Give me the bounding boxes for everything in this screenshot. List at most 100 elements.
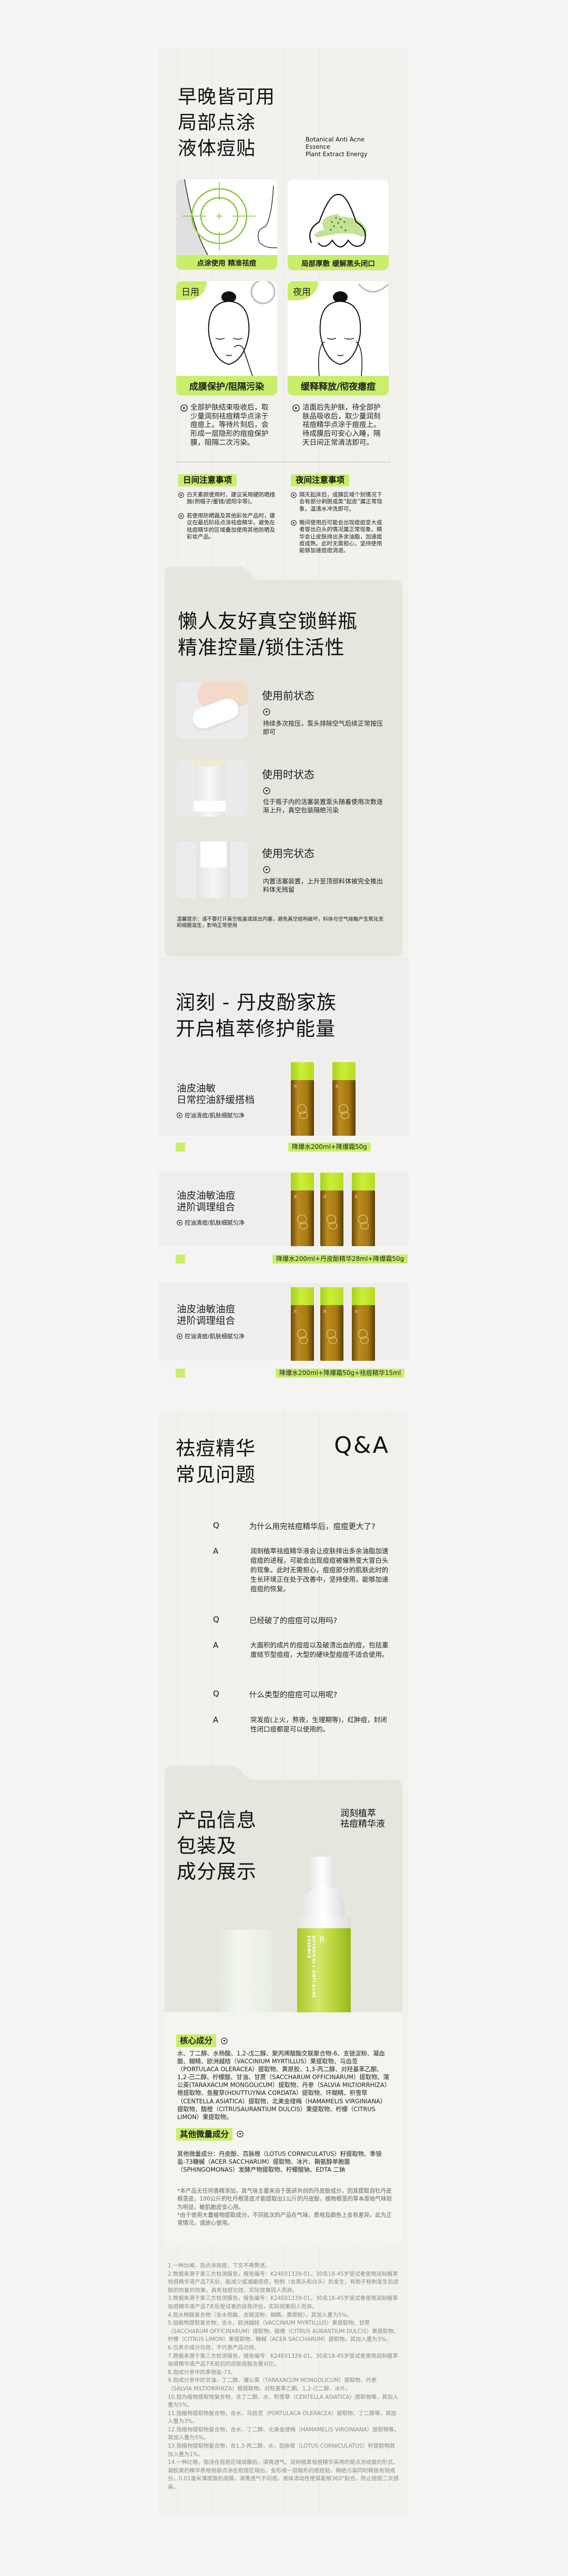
note: *本产品无任何香精添加，其气味主要来自于医研共创的丹皮酚成分，因其提取自牡丹皮根… [177, 2188, 392, 2211]
other-ingredients-text: 其他微量成分：丹皮酚、百脉根（LOTUS CORNICULATUS）籽提取物、季… [177, 2151, 382, 2174]
chevron-down-circle-icon [263, 787, 270, 795]
footnote: 9.指成分表中的甘油、丁二醇、蒲公英（TARAXACUM MONGOLICUM）… [168, 2377, 377, 2392]
state-desc: 位于瓶子内的活塞装置泵头随着使用次数逐渐上升，真空包装隔绝污染 [263, 798, 383, 814]
product-title: 产品信息 包装及 成分展示 [177, 1807, 257, 1885]
chevron-down-circle-icon [237, 2131, 244, 2137]
footnote: 10.指为植物提取物复合物，含丁二醇、水、积雪草（CENTELLA ASIATI… [168, 2394, 399, 2409]
card-label: 点涂使用 精准祛痘 [176, 255, 277, 270]
combo-sub: 控油清痘/肌肤细腻匀净 [177, 1218, 245, 1227]
combo-sub: 控油清痘/肌肤细腻匀净 [177, 1111, 245, 1119]
notice-item: 隔天起床后，成膜区域个别情况下会有部分剥脱或类“起皮”属正常现象，温清水冲洗即可… [299, 492, 382, 512]
name-line: 祛痘精华液 [340, 1819, 385, 1829]
footnote: 3.数据来源于第三方检测报告，报告编号：K24E01339-01，30名18-4… [168, 2295, 398, 2310]
notice-item: 晚间使用后可能会出现痘痘变大或者冒出白头的情况属正常现象。精华会让皮肤排出多余油… [299, 520, 382, 554]
combo-sub-text: 控油清痘/肌肤细腻匀净 [185, 1112, 245, 1119]
product-panel [165, 1766, 402, 2013]
title-line: 成分展示 [177, 1860, 257, 1883]
night-notice-title: 夜间注意事项 [291, 474, 350, 486]
usage-band: 缓释释放/彻夜瘪痘 [288, 376, 389, 395]
family-title: 润刻 - 丹皮酚家族 开启植萃修护能量 [176, 990, 337, 1042]
footnote: 2.数据来源于第三方检测报告，报告编号：K24E01339-01，30名18-4… [168, 2270, 399, 2294]
title-line: 局部点涂 [178, 112, 256, 134]
shelf [159, 1246, 409, 1283]
day-use-card: 日用 成膜保护/阻隔污染 [176, 281, 277, 395]
target-icon [176, 179, 277, 255]
title-line: 液体痘贴 [178, 138, 256, 159]
product-notes: *本产品无任何香精添加，其气味主要来自于医研共创的丹皮酚成分，因其提取自牡丹皮根… [177, 2187, 395, 2227]
cream-bottle: R [352, 1173, 375, 1246]
brand-logo: R [319, 1934, 326, 1944]
combo-label: 降爆水200ml+降爆霜50g+祛痘精华15ml [276, 1369, 405, 1378]
face-day-icon [208, 281, 276, 376]
a-letter: A [213, 1715, 219, 1725]
title-line: 润刻 - 丹皮酚家族 [176, 991, 337, 1014]
notice-item: 若使用防晒霜及其他彩妆产品时，建议在最后阶段点涂祛痘精华，避免在祛痘精华的区域叠… [187, 513, 275, 540]
question: 已经破了的痘痘可以用吗? [249, 1617, 338, 1625]
footnote: 8.指成分表中的季铵盐-73。 [168, 2369, 236, 2376]
state-desc: 内置活塞装置，上升至顶部料体被完全推出料体无残留 [263, 878, 383, 893]
title-line: 常见问题 [176, 1463, 256, 1486]
q-letter: Q [213, 1689, 219, 1698]
bottle-lettering: BOTANICAL+ ANTI-ACNE ESSENCE [307, 1936, 316, 1999]
core-ingredients-title: 核心成分 [176, 2034, 217, 2047]
hero-title: 早晚皆可用 局部点涂 液体痘贴 [178, 84, 275, 161]
play-circle-icon [292, 404, 300, 412]
name-line: 润刻植萃 [340, 1808, 376, 1819]
usage-band: 成膜保护/阻隔污染 [176, 376, 277, 395]
vacuum-title: 懒人友好真空锁鲜瓶 精准控量/锁住活性 [178, 608, 358, 661]
state-desc: 持续多次按压，泵头排除空气后续正常按压即可 [263, 720, 383, 736]
title-line: 包装及 [177, 1835, 237, 1857]
essence-bottle: R [352, 1287, 375, 1361]
heading-line: 进阶调理组合 [177, 1316, 236, 1327]
combo-sub-text: 控油清痘/肌肤细腻匀净 [185, 1219, 245, 1226]
heading-line: 进阶调理组合 [177, 1202, 236, 1213]
answer: 润刻植萃祛痘精华液会让皮肤排出多余油脂加速痘痘的进程，可能会出现痘痘被催熟变大冒… [250, 1547, 389, 1593]
state-title: 使用完状态 [262, 847, 315, 860]
play-circle-icon [177, 1219, 182, 1226]
note: *由于使用大量植物提取成分，不同批次的产品在气味，质地及颜色上会有差异，此为正常… [177, 2212, 392, 2227]
day-tag: 日用 [176, 281, 207, 300]
essence-bottle: R [320, 1173, 343, 1246]
chevron-down-circle-icon [221, 2038, 228, 2044]
face-night-icon [318, 283, 389, 376]
heading-line: 油皮油敏 [177, 1083, 216, 1094]
play-circle-icon [291, 492, 297, 498]
play-circle-icon [177, 1333, 182, 1339]
vacuum-tip: 温馨提示：请不要打开真空瓶盖或拔出内塞，避免真空结构破坏，料体与空气接触产生氧化… [177, 917, 384, 929]
accent-square [176, 1369, 185, 1378]
combo-heading: 油皮油敏油痘进阶调理组合 [177, 1190, 235, 1214]
combo-label: 降爆水200ml+降爆霜50g [288, 1143, 371, 1152]
core-ingredients-text: 水、丁二醇、水杨酸、1,2-戊二醇、聚丙烯酸酯交联聚合物-6、支链淀粉、凝血酸、… [177, 2050, 391, 2121]
footnote: 12.指植物提取物复合物，含水、丁二醇、北美金缕梅（HAMAMELIS VIRG… [168, 2426, 400, 2441]
cream-bottle: R [320, 1287, 343, 1361]
accent-square [176, 1143, 185, 1152]
other-ingredients-title: 其他微量成分 [176, 2128, 233, 2141]
product-detail-column: 早晚皆可用 局部点涂 液体痘贴 Botanical Anti Acne Esse… [159, 48, 409, 2516]
pump-head [310, 1857, 334, 1888]
question: 什么类型的痘痘可以用呢? [249, 1691, 338, 1699]
hero-english: Botanical Anti Acne Essence Plant Extrac… [306, 136, 368, 158]
combo-heading: 油皮油敏油痘进阶调理组合 [177, 1304, 235, 1327]
play-circle-icon [177, 1112, 182, 1118]
answer: 突发痘(上火，熬夜，生理期等)，红肿痘，封闭性闭口痘都是可以使用的。 [250, 1716, 387, 1733]
spot-apply-card: 点涂使用 精准祛痘 [176, 179, 277, 270]
answer: 大面积的成片的痘痘以及破溃出血的痘，包括重度结节型痘痘，大型的硬块型痘痘不适合使… [250, 1641, 389, 1658]
nose-icon [309, 194, 367, 248]
day-notice-title: 日间注意事项 [178, 474, 237, 486]
shelf [159, 1136, 409, 1173]
accent-square [176, 1255, 185, 1264]
day-usage-desc: 全部护肤结束吸收后，取少量润刻祛痘精华点涂于痘痘上。等待片刻后，会形成一层隐形的… [190, 403, 269, 447]
chevron-down-circle-icon [263, 866, 270, 873]
nose-card: 局部厚敷 缓解黑头闭口 [288, 180, 389, 270]
combo-sub: 控油清痘/肌肤细腻匀净 [177, 1332, 245, 1340]
state-title: 使用时状态 [262, 768, 315, 781]
toner-bottle: R [291, 1062, 314, 1136]
play-circle-icon [178, 492, 184, 498]
footnote: 14.一种比喻，指涂在痘痘区域成膜后，清爽透气。润刻植萃祛痘精华采用的是点涂成膜… [168, 2459, 399, 2491]
footnote: 13.指植物提取物复合物，含1,3-丙二醇，水，百脉根（LOTUS CORNIC… [168, 2443, 395, 2458]
title-line: 早晚皆可用 [178, 86, 276, 108]
title-line: 开启植萃修护能量 [176, 1017, 336, 1040]
footnote: 11.指植物提取物复合物，含水、马齿苋（PORTULACA OLERACEA）提… [168, 2410, 397, 2425]
title-line: 懒人友好真空锁鲜瓶 [178, 610, 358, 633]
notice-item: 白天素颜使用时，建议采用硬防晒措施(例帽子/墨镜/遮阳伞等)。 [187, 492, 275, 505]
